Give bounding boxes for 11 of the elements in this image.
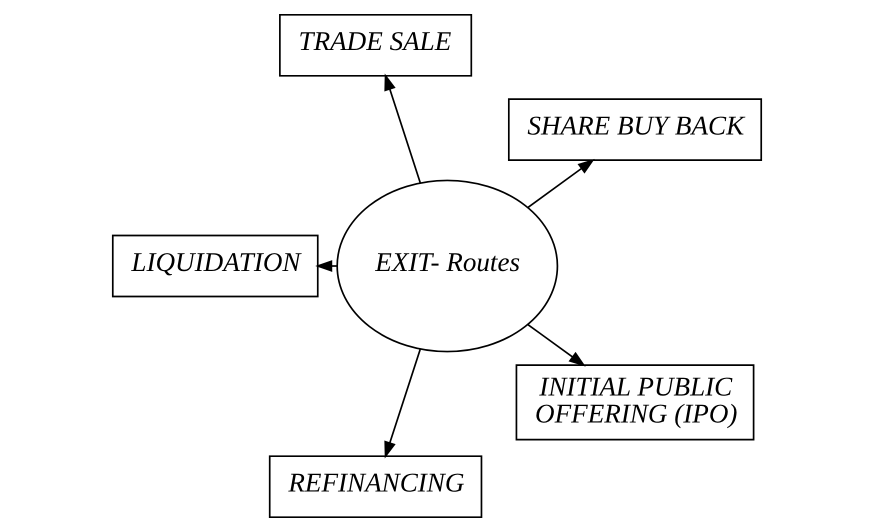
arrow (384, 349, 420, 458)
arrow (384, 74, 420, 183)
arrow (314, 260, 336, 272)
node-box: REFINANCING (268, 455, 482, 518)
node-box: LIQUIDATION (111, 234, 318, 298)
node-box: SHARE BUY BACK (507, 98, 762, 161)
node-box: TRADE SALE (278, 14, 472, 77)
arrow (526, 324, 586, 367)
arrow (526, 158, 594, 208)
node-box: INITIAL PUBLIC OFFERING (IPO) (515, 364, 754, 440)
node-ellipse: EXIT- Routes (336, 180, 558, 352)
